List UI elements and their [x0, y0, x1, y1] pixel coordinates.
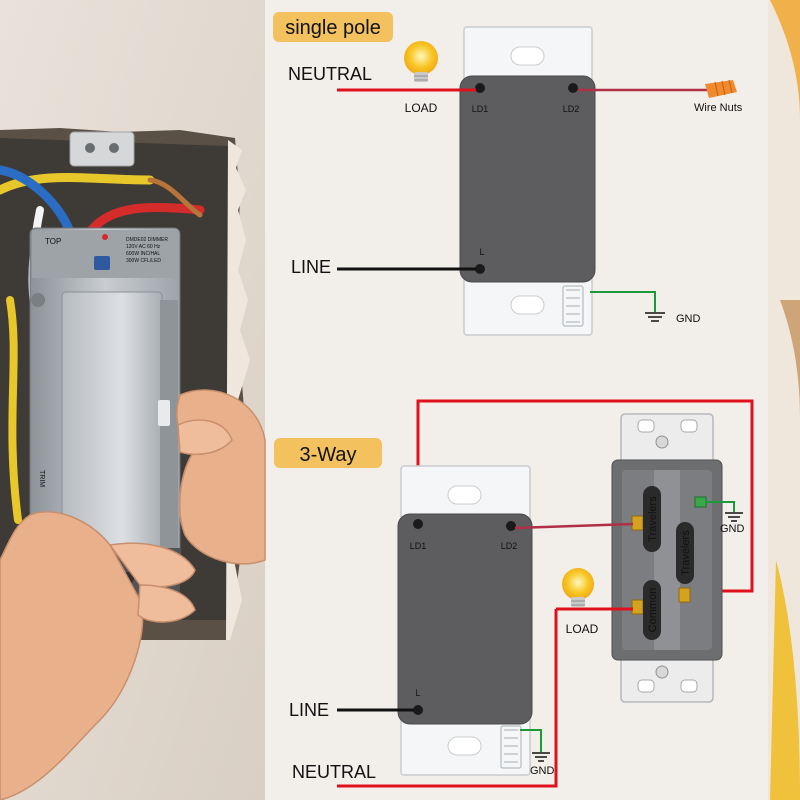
- travelers-label-1: Travelers: [647, 496, 659, 542]
- plate-ground-clip: [562, 285, 584, 327]
- terminal-line: [475, 264, 485, 274]
- single-pole-diagram: single pole LD1 LD2 L: [273, 12, 743, 336]
- single-pole-heading: single pole: [285, 17, 381, 39]
- single-pole-heading-badge: [273, 12, 393, 42]
- neutral-label: NEUTRAL: [288, 64, 372, 84]
- wire-nuts-label: Wire Nuts: [694, 102, 743, 114]
- gnd-label: GND: [676, 313, 701, 325]
- dimmer-spec-4: 300W CFL/LED: [126, 258, 161, 264]
- dimmer-top-label: TOP: [45, 237, 61, 246]
- travelers-label-2: Travelers: [680, 530, 692, 576]
- common-label: Common: [647, 588, 659, 633]
- traveler-screw-2: [678, 587, 691, 603]
- label-ld1: LD1: [472, 104, 489, 114]
- wire-nut-icon: [705, 79, 737, 98]
- ground-screw: [694, 496, 707, 508]
- three-way-diagram: 3-Way LD1 LD2 L: [274, 399, 754, 788]
- three-way-ground-clip: [500, 725, 522, 769]
- device-gnd-label: GND: [720, 523, 745, 535]
- line-label: LINE: [291, 257, 331, 277]
- common-screw: [631, 599, 644, 615]
- hands: [0, 389, 266, 800]
- three-way-label-ld1: LD1: [410, 541, 427, 551]
- right-photo-strip: [768, 0, 800, 800]
- three-way-terminal-ld2: [506, 521, 516, 531]
- three-way-load-bulb-icon: [562, 568, 594, 607]
- three-way-ld2-wire: [514, 522, 634, 530]
- terminal-ld2: [568, 83, 578, 93]
- three-way-terminal-ld1: [413, 519, 423, 529]
- plate-bottom-slot: [510, 295, 545, 315]
- three-way-switch-device: Travelers Travelers Common: [611, 413, 723, 703]
- three-way-label-ld2: LD2: [501, 541, 518, 551]
- three-way-terminal-line: [413, 705, 423, 715]
- dimmer-spec-2: 120V AC 60 Hz: [126, 244, 161, 250]
- box-bracket: [69, 131, 135, 167]
- dimmer-spec-1: DMDE02 DIMMER: [126, 237, 168, 243]
- three-way-load-label: LOAD: [566, 622, 599, 636]
- ground-wire: [590, 291, 656, 312]
- three-way-label-l: L: [415, 688, 420, 698]
- label-ld2: LD2: [563, 104, 580, 114]
- load-bulb-icon: [404, 41, 438, 82]
- three-way-line-label: LINE: [289, 700, 329, 720]
- plate-top-slot: [510, 46, 545, 66]
- mounting-screw: [31, 293, 45, 307]
- loop-wire: [416, 399, 754, 593]
- three-way-gnd-label: GND: [530, 765, 555, 777]
- three-way-neutral-wire: [337, 609, 558, 788]
- three-way-heading-badge: [274, 438, 382, 468]
- dimmer-spec-3: 600W INC/HAL: [126, 251, 160, 257]
- three-way-heading: 3-Way: [299, 444, 356, 466]
- load-label: LOAD: [405, 101, 438, 115]
- three-way-ground-symbol: [532, 752, 550, 762]
- device-ground-wire: [705, 501, 735, 512]
- installation-photo: TOP DMDE02 DIMMER 120V AC 60 Hz 600W INC…: [0, 0, 266, 800]
- terminal-ld1: [475, 83, 485, 93]
- three-way-neutral-label: NEUTRAL: [292, 762, 376, 782]
- device-ground-symbol: [725, 512, 743, 522]
- ground-symbol: [645, 312, 665, 322]
- dimmer-side-label: TRIM: [38, 470, 45, 487]
- indicator-led: [102, 234, 108, 240]
- three-way-dimmer-body: [397, 513, 533, 725]
- three-way-ground-wire: [520, 729, 542, 752]
- traveler-screw-1: [631, 515, 644, 531]
- single-pole-switch-body: [459, 75, 596, 283]
- label-l: L: [479, 247, 484, 257]
